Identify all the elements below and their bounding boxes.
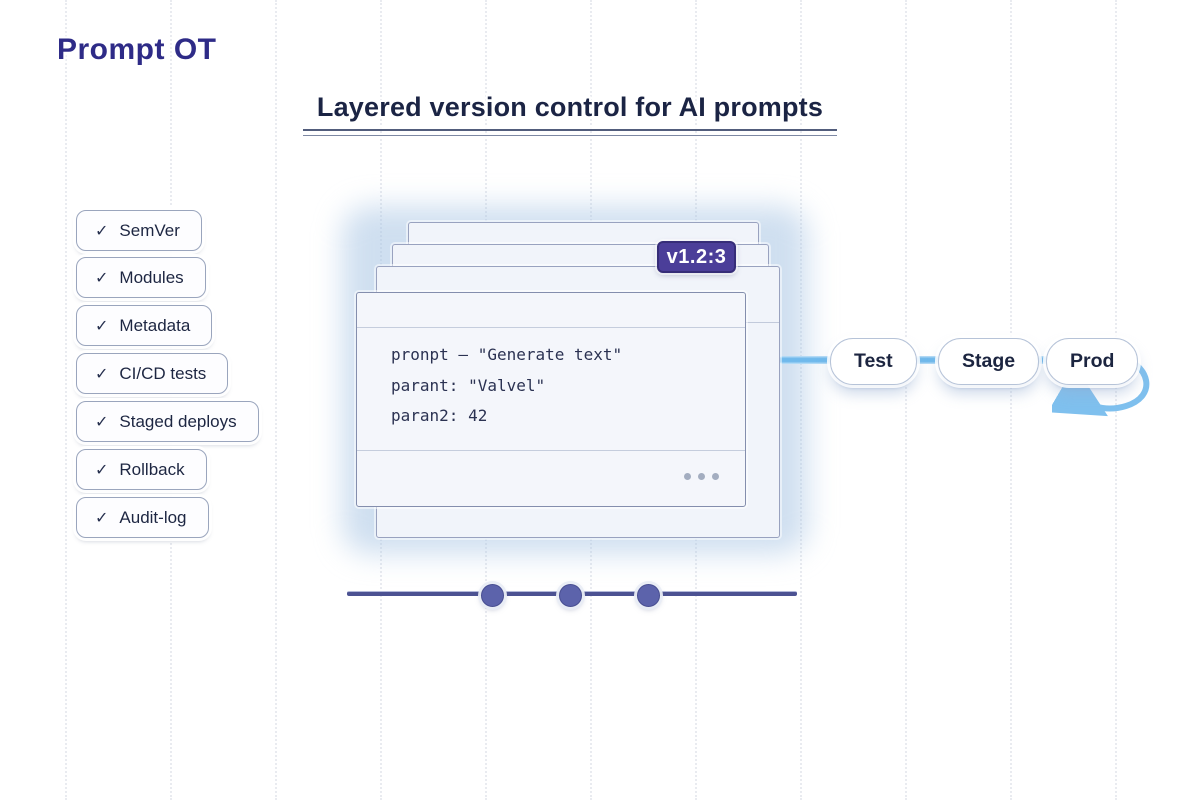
code-line: paran2: 42 xyxy=(391,406,488,425)
title-underline xyxy=(303,129,837,136)
page-title: Layered version control for AI prompts xyxy=(316,92,824,122)
timeline-dot[interactable] xyxy=(559,584,582,607)
pipeline-stage-stage[interactable]: Stage xyxy=(938,338,1040,385)
prompt-card-header xyxy=(357,293,745,328)
feature-label: Audit-log xyxy=(119,507,187,527)
check-icon: ✓ xyxy=(95,509,109,527)
feature-label: Modules xyxy=(119,267,184,287)
feature-badge-semver: ✓ SemVer xyxy=(76,210,202,251)
prompt-card: pronpt – "Generate text" parant: "Valvel… xyxy=(356,292,746,507)
timeline-dot[interactable] xyxy=(637,584,660,607)
feature-badge-staged-deploys: ✓ Staged deploys xyxy=(76,401,259,442)
grid-line xyxy=(170,0,172,800)
feature-label: Staged deploys xyxy=(119,411,237,431)
feature-label: CI/CD tests xyxy=(119,363,207,383)
code-line: parant: "Valvel" xyxy=(391,375,546,395)
check-icon: ✓ xyxy=(95,317,109,335)
prompt-card-body: pronpt – "Generate text" parant: "Valvel… xyxy=(357,328,745,432)
rollback-arrow-icon xyxy=(1052,353,1150,417)
prompt-card-footer xyxy=(357,450,745,506)
feature-badge-modules: ✓ Modules xyxy=(76,257,206,298)
pipeline-stage-prod[interactable]: Prod xyxy=(1046,338,1139,385)
feature-badge-rollback: ✓ Rollback xyxy=(76,449,207,490)
pipeline-connector xyxy=(779,356,834,364)
grid-line xyxy=(275,0,277,800)
check-icon: ✓ xyxy=(95,269,109,287)
pipeline-connector xyxy=(900,356,945,364)
check-icon: ✓ xyxy=(95,222,109,240)
grid-line xyxy=(1115,0,1117,800)
code-line: pronpt – "Generate text" xyxy=(391,345,623,364)
feature-badge-cicd-tests: ✓ CI/CD tests xyxy=(76,353,229,394)
check-icon: ✓ xyxy=(95,413,109,431)
check-icon: ✓ xyxy=(95,461,109,479)
logo: Prompt OT xyxy=(57,33,217,66)
grid-line xyxy=(905,0,907,800)
feature-badge-metadata: ✓ Metadata xyxy=(76,305,213,346)
feature-badge-audit-log: ✓ Audit-log xyxy=(76,497,209,538)
feature-label: Rollback xyxy=(119,459,185,479)
timeline-dot[interactable] xyxy=(481,584,504,607)
version-badge: v1.2:3 xyxy=(657,241,736,273)
feature-label: Metadata xyxy=(119,315,191,335)
grid-line xyxy=(1010,0,1012,800)
check-icon: ✓ xyxy=(95,365,109,383)
feature-label: SemVer xyxy=(119,220,180,240)
pipeline-stage-test[interactable]: Test xyxy=(830,338,917,385)
grid-line xyxy=(65,0,67,800)
more-options-icon[interactable] xyxy=(677,467,719,485)
